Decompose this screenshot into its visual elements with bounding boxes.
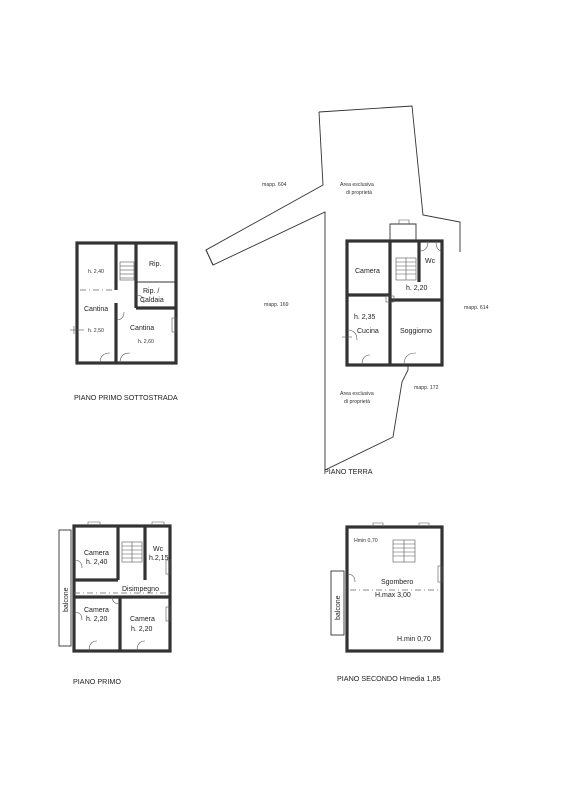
height-label: H.max 3,00 xyxy=(375,592,411,599)
caption-piano-primo: PIANO PRIMO xyxy=(73,677,121,686)
height-label: h. 2,20 xyxy=(406,285,428,292)
height-label: h. 2,20 xyxy=(86,616,108,623)
mapp-label: mapp. 172 xyxy=(414,385,439,391)
area-label: Area esclusiva xyxy=(340,391,374,397)
plan-piano-primo-sottostrada xyxy=(70,241,178,365)
room-wc: Wc xyxy=(425,258,436,265)
height-label: h.2,15 xyxy=(149,555,169,562)
area-label: di proprietà xyxy=(346,190,372,196)
room-cantina-1: Cantina xyxy=(84,306,108,313)
label-balcone: balcone xyxy=(63,587,70,612)
stair-symbol xyxy=(392,539,416,563)
mapp-label: mapp. 614 xyxy=(464,305,489,311)
room-rip-caldaia-line1: Rip. / xyxy=(143,288,159,295)
plan-piano-primo xyxy=(58,521,172,653)
room-camera-3: Camera xyxy=(130,616,155,623)
plan-piano-secondo xyxy=(330,522,444,653)
site-boundary xyxy=(205,105,461,471)
stair-symbol xyxy=(119,261,135,281)
area-label: di proprietà xyxy=(344,399,370,405)
room-disimpegno: Disimpegno xyxy=(122,586,159,593)
room-wc: Wc xyxy=(153,546,164,553)
height-label: h. 2,40 xyxy=(86,559,108,566)
mapp-label: mapp. 604 xyxy=(262,182,287,188)
label-balcone: balcone xyxy=(335,595,342,620)
mapp-label: mapp. 169 xyxy=(264,302,289,308)
height-label: h. 2,60 xyxy=(138,339,154,345)
room-rip: Rip. xyxy=(149,261,162,268)
height-label: Hmin 0,70 xyxy=(354,538,378,544)
room-sgombero: Sgombero xyxy=(381,579,413,586)
room-cucina: Cucina xyxy=(357,328,379,335)
stair-symbol xyxy=(395,257,417,281)
room-rip-caldaia-line2: Caldaia xyxy=(140,297,164,304)
height-label: h. 2,40 xyxy=(88,269,104,275)
height-label: h. 2,35 xyxy=(354,314,376,321)
caption-piano-secondo: PIANO SECONDO Hmedia 1,85 xyxy=(337,674,440,683)
stair-symbol xyxy=(121,541,143,563)
height-label: h. 2,50 xyxy=(88,328,104,334)
room-cantina-2: Cantina xyxy=(130,325,154,332)
height-label: H.min 0,70 xyxy=(397,636,431,643)
caption-piano-terra: PIANO TERRA xyxy=(324,467,373,476)
plan-piano-terra xyxy=(342,219,444,367)
area-label: Area esclusiva xyxy=(340,182,374,188)
caption-piano-primo-sottostrada: PIANO PRIMO SOTTOSTRADA xyxy=(74,393,178,402)
room-camera-2: Camera xyxy=(84,607,109,614)
room-camera: Camera xyxy=(355,268,380,275)
room-camera-1: Camera xyxy=(84,550,109,557)
room-soggiorno: Soggiorno xyxy=(400,328,432,335)
height-label: h. 2,20 xyxy=(131,626,153,633)
